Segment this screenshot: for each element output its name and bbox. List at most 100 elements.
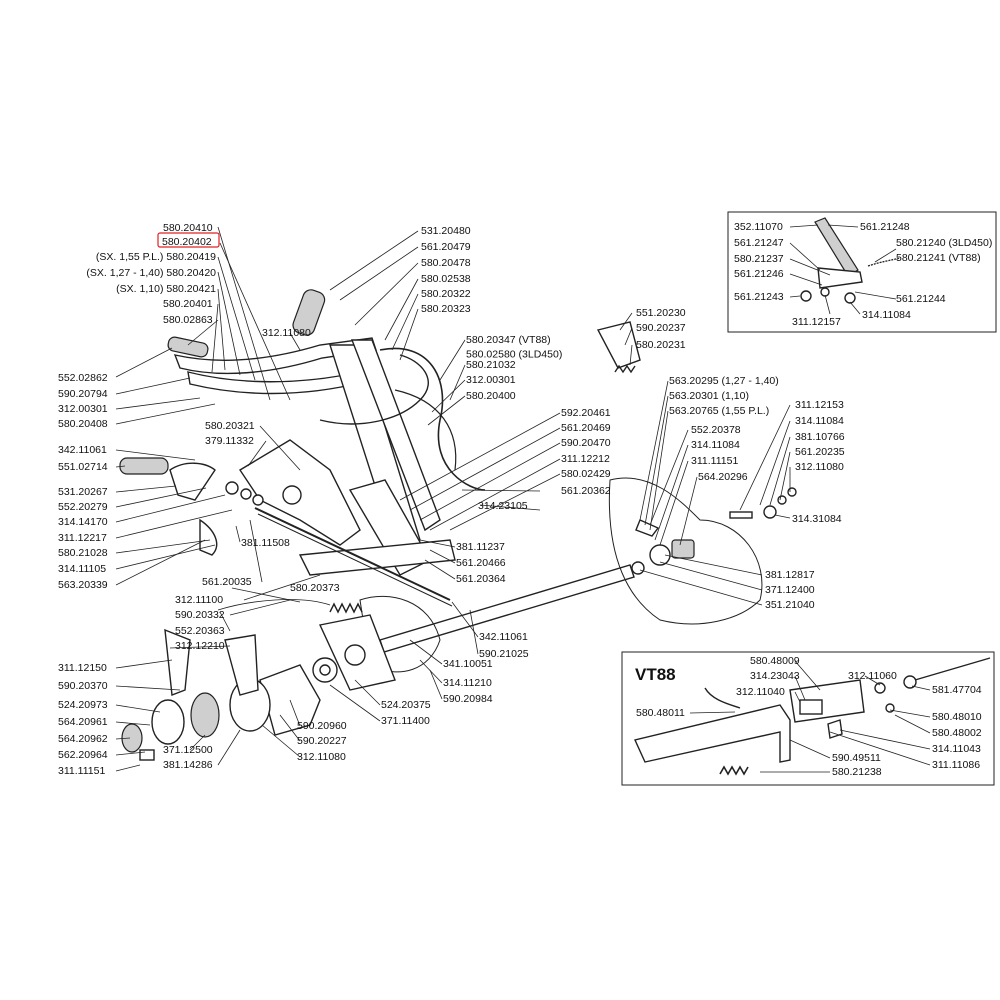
part-label: 580.20478 [421,257,471,269]
part-label: 561.21246 [734,268,784,280]
part-label: 580.21028 [58,547,108,559]
part-label: 381.11508 [241,537,290,549]
part-label: 580.02538 [421,273,471,285]
part-label: 312.00301 [58,403,108,415]
part-label: 590.20984 [443,693,493,705]
part-label: 312.11080 [262,327,311,339]
part-label: 381.10766 [795,431,845,443]
leader-lines [115,224,931,773]
part-label: 563.20765 (1,55 P.L.) [669,405,769,417]
part-label: 580.20321 [205,420,255,432]
part-label: 580.20322 [421,288,471,300]
part-label: 580.48009 [750,655,800,667]
part-label: 552.20279 [58,501,108,513]
part-label: 590.20237 [636,322,686,334]
part-label: 561.20469 [561,422,611,434]
part-label: 590.21025 [479,648,529,660]
part-label: 552.20378 [691,424,741,436]
part-label: 563.20301 (1,10) [669,390,749,402]
part-label: 552.02862 [58,372,108,384]
part-label: 312.11080 [297,751,346,763]
part-label: 314.14170 [58,516,108,528]
part-label: 561.21244 [896,293,946,305]
part-label: 311.12150 [58,662,107,674]
part-label: 590.49511 [832,752,881,764]
part-label: 564.20296 [698,471,748,483]
part-label: 551.02714 [58,461,108,473]
part-label: 580.20231 [636,339,686,351]
part-label: 580.48010 [932,711,982,723]
part-label-highlighted: 580.20402 [162,236,212,248]
part-label: 592.20461 [561,407,611,419]
part-label: 342.11061 [58,444,107,456]
part-label: 531.20267 [58,486,108,498]
part-label: 561.20235 [795,446,845,458]
part-label: 312.11100 [175,594,223,606]
part-label: 590.20332 [175,609,225,621]
part-label: 314.23105 [478,500,528,512]
part-label: 524.20375 [381,699,431,711]
part-label: (SX. 1,10) 580.20421 [116,283,216,295]
part-label: 561.20364 [456,573,506,585]
part-label: 379.11332 [205,435,254,447]
part-label: 314.11210 [443,677,492,689]
part-label: 590.20470 [561,437,611,449]
inset-vt88-box: VT88 [621,651,995,786]
part-label: 580.20373 [290,582,340,594]
part-label: 371.12400 [765,584,815,596]
part-label: 580.48002 [932,727,982,739]
part-label: 381.12817 [765,569,815,581]
part-label: 562.20964 [58,749,108,761]
part-label: (SX. 1,27 - 1,40) 580.20420 [86,267,216,279]
part-label: 564.20961 [58,716,108,728]
part-label: 314.11043 [932,743,981,755]
part-label: 311.12212 [561,453,610,465]
highlighted-part-marker [157,232,220,248]
part-label: 312.11060 [848,670,897,682]
part-label: 580.48011 [636,707,685,719]
part-label: 552.20363 [175,625,225,637]
part-label: 312.12210 [175,640,225,652]
part-label: 580.02580 (3LD450) [466,348,562,360]
part-label: 342.11061 [479,631,528,643]
part-label: 314.31084 [792,513,842,525]
part-label: 580.20410 [163,222,213,234]
part-label: 314.11105 [58,563,106,575]
part-label: 312.00301 [466,374,516,386]
part-label: 314.23043 [750,670,800,682]
part-label: 580.20347 (VT88) [466,334,551,346]
part-label: 580.02863 [163,314,213,326]
part-label: 561.20466 [456,557,506,569]
part-label: 561.20035 [202,576,252,588]
part-label: 311.11086 [932,759,980,771]
part-label: 351.21040 [765,599,815,611]
part-label: 381.11237 [456,541,505,553]
inset-lever-box [727,211,997,333]
part-label: 314.11084 [691,439,740,451]
part-label: 580.21238 [832,766,882,778]
part-label: 531.20480 [421,225,471,237]
part-label: 311.11151 [58,765,105,777]
part-label: 561.20479 [421,241,471,253]
part-label: 551.20230 [636,307,686,319]
part-label: 564.20962 [58,733,108,745]
part-label: 580.21241 (VT88) [896,252,981,264]
part-label: 312.11080 [795,461,844,473]
part-label: 580.20408 [58,418,108,430]
part-label: 563.20339 [58,579,108,591]
part-label: 590.20227 [297,735,347,747]
part-label: 580.21237 [734,253,784,265]
inset-vt88-title: VT88 [635,665,676,684]
part-label: 341.10051 [443,658,493,670]
part-label: 580.21032 [466,359,516,371]
main-assembly-drawing [119,289,797,761]
part-label: 311.11151 [691,455,738,467]
part-label: 561.21243 [734,291,784,303]
part-label: 561.21247 [734,237,784,249]
part-label: 581.47704 [932,684,982,696]
part-label: 371.11400 [381,715,430,727]
part-label: (SX. 1,55 P.L.) 580.20419 [96,251,216,263]
part-label: 311.12217 [58,532,107,544]
part-label: 590.20960 [297,720,347,732]
part-label: 590.20370 [58,680,108,692]
